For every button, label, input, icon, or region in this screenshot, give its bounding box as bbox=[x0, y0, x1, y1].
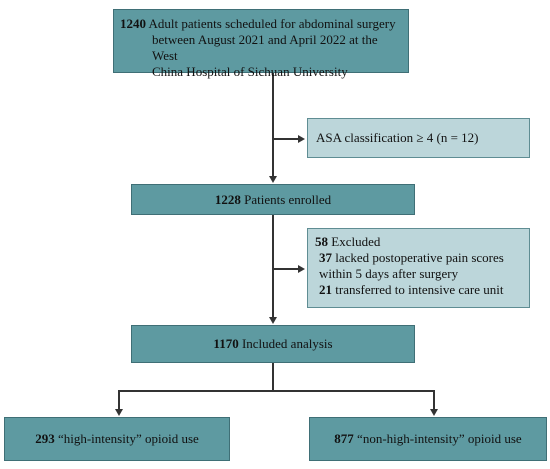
excluded-title: Excluded bbox=[328, 234, 381, 249]
connector-right-drop bbox=[433, 390, 435, 411]
box-asa-excluded: ASA classification ≥ 4 (n = 12) bbox=[307, 118, 530, 158]
arrowhead-nonhigh bbox=[430, 409, 438, 416]
connector-main-vertical-3 bbox=[272, 363, 274, 391]
excluded-reason2-text: transferred to intensive care unit bbox=[332, 282, 504, 297]
arrowhead-excluded bbox=[298, 265, 305, 273]
excluded-count: 58 bbox=[315, 234, 328, 249]
enrolled-count: 1228 bbox=[214, 191, 241, 207]
arrowhead-high bbox=[115, 409, 123, 416]
box-included: 1170 Included analysis bbox=[131, 325, 415, 363]
nonhigh-text: “non-high-intensity” opioid use bbox=[353, 431, 522, 446]
asa-text: ASA classification ≥ 4 (n = 12) bbox=[316, 130, 479, 145]
excluded-reason2-count: 21 bbox=[319, 282, 332, 297]
included-count: 1170 bbox=[213, 336, 239, 351]
included-text: Included analysis bbox=[238, 336, 333, 351]
nonhigh-count: 877 bbox=[334, 431, 354, 446]
box-enrolled: 1228 Patients enrolled bbox=[131, 184, 415, 215]
box-non-high-intensity: 877 “non-high-intensity” opioid use bbox=[309, 417, 547, 461]
eligible-text-3: China Hospital of Sichuan University bbox=[152, 64, 348, 79]
eligible-text-2: between August 2021 and April 2022 at th… bbox=[152, 32, 378, 63]
connector-asa-branch bbox=[273, 138, 299, 140]
box-high-intensity: 293 “high-intensity” opioid use bbox=[4, 417, 230, 461]
connector-main-vertical-1 bbox=[272, 73, 274, 181]
arrowhead-enrolled bbox=[269, 176, 277, 183]
high-text: “high-intensity” opioid use bbox=[54, 431, 199, 446]
box-eligible-patients: 1240 Adult patients scheduled for abdomi… bbox=[113, 9, 409, 79]
eligible-text-1: Adult patients scheduled for abdominal s… bbox=[146, 16, 396, 31]
excluded-reason1-count: 37 bbox=[319, 250, 332, 265]
arrowhead-included bbox=[269, 317, 277, 324]
eligible-count: 1240 bbox=[120, 16, 146, 31]
excluded-reason1-text-2: within 5 days after surgery bbox=[319, 266, 459, 281]
connector-left-drop bbox=[118, 390, 120, 411]
arrowhead-asa bbox=[298, 135, 305, 143]
connector-split-horizontal bbox=[118, 390, 434, 392]
connector-excluded-branch bbox=[273, 268, 299, 270]
excluded-reason1-text: lacked postoperative pain scores bbox=[332, 250, 504, 265]
connector-main-vertical-2 bbox=[272, 215, 274, 321]
high-count: 293 bbox=[35, 431, 55, 446]
enrolled-text: Patients enrolled bbox=[240, 191, 332, 207]
box-excluded: 58 Excluded 37 lacked postoperative pain… bbox=[307, 228, 530, 308]
